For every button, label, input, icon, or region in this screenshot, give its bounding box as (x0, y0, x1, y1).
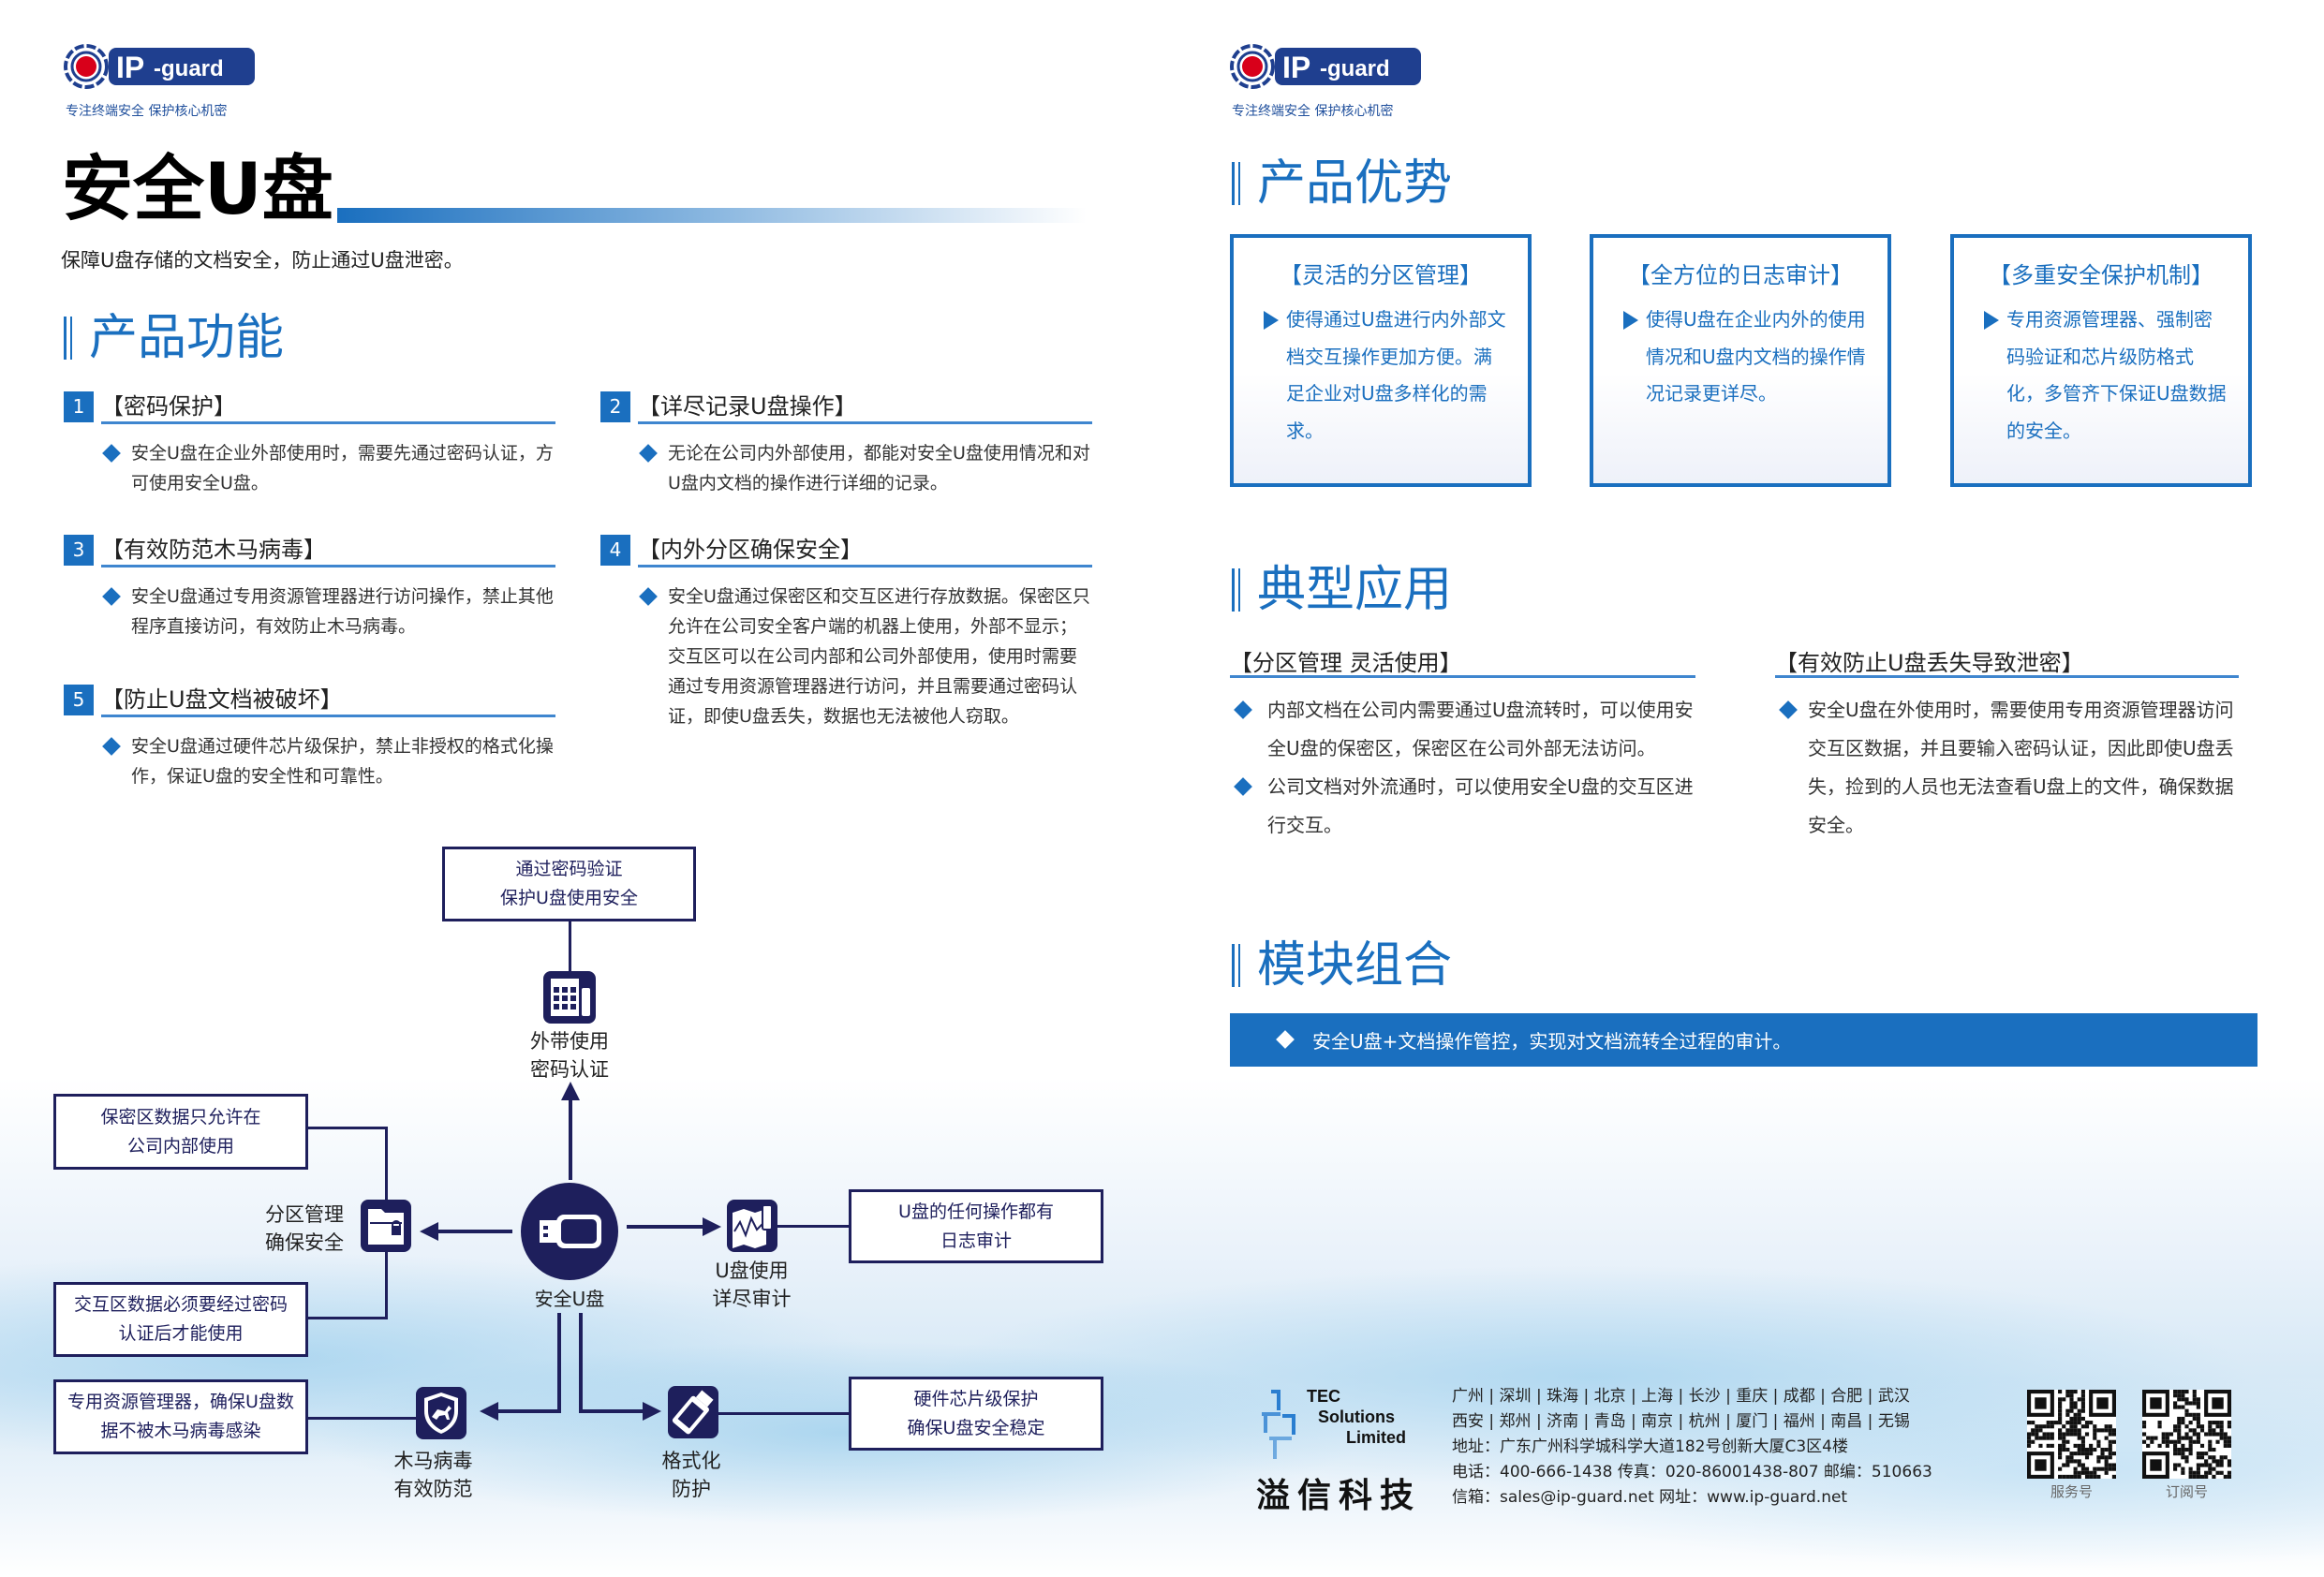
arrow-left-icon (420, 1222, 438, 1241)
feature-item: 4【内外分区确保安全】 安全U盘通过保密区和交互区进行存放数据。保密区只允许在公… (600, 535, 1092, 778)
svg-text:IP: IP (116, 51, 144, 84)
section-heading-advantages: 产品优势 (1232, 159, 1452, 208)
svg-text:-guard: -guard (154, 56, 224, 81)
qr-code-subscription (2142, 1390, 2231, 1479)
brand-tagline: 专注终端安全 保护核心机密 (1232, 104, 1394, 119)
usb-format-icon (668, 1386, 718, 1438)
label-password-auth: 外带使用密码认证 (530, 1030, 609, 1081)
ip-guard-logo: IP -guard (64, 44, 255, 89)
connector-line (557, 1313, 561, 1413)
svg-text:-guard: -guard (1320, 56, 1390, 81)
diagram-box-secret-zone: 保密区数据只允许在公司内部使用 (53, 1094, 308, 1170)
diagram-box-exchange-zone: 交互区数据必须要经过密码认证后才能使用 (53, 1282, 308, 1357)
connector-line (718, 1412, 849, 1415)
shield-horse-icon (416, 1387, 466, 1439)
arrow-up-icon (561, 1082, 580, 1100)
connector-line (385, 1252, 388, 1319)
label-center: 安全U盘 (534, 1288, 605, 1310)
page-subtitle: 保障U盘存储的文档安全，防止通过U盘泄密。 (61, 249, 464, 272)
connector-line (308, 1127, 387, 1129)
feature-item: 1【密码保护】 安全U盘在企业外部使用时，需要先通过密码认证，方可使用安全U盘。 (64, 391, 555, 504)
arrow-up-line (569, 1098, 572, 1180)
label-partition: 分区管理确保安全 (265, 1203, 344, 1254)
section-heading-modules: 模块组合 (1232, 941, 1452, 990)
feature-item: 3【有效防范木马病毒】 安全U盘通过专用资源管理器进行访问操作，禁止其他程序直接… (64, 535, 555, 647)
audit-chart-icon (727, 1200, 777, 1252)
brand-tagline: 专注终端安全 保护核心机密 (66, 104, 228, 119)
arrow-right-icon (643, 1402, 661, 1421)
folder-lock-icon (361, 1200, 411, 1252)
qr-label: 服务号 (2050, 1483, 2093, 1500)
advantage-card: 【灵活的分区管理】使得通过U盘进行内外部文档交互操作更加方便。满足企业对U盘多样… (1230, 234, 1532, 487)
diagram-box-password: 通过密码验证保护U盘使用安全 (442, 847, 696, 921)
feature-item: 5【防止U盘文档被破坏】 安全U盘通过硬件芯片级保护，禁止非授权的格式化操作，保… (64, 685, 555, 797)
svg-text:IP: IP (1282, 51, 1310, 84)
title-gradient-bar (337, 208, 1087, 223)
arrow-right-icon (703, 1217, 721, 1236)
connector-line (308, 1417, 416, 1420)
usb-drive-center-icon (521, 1183, 618, 1280)
label-trojan: 木马病毒有效防范 (393, 1450, 473, 1500)
diagram-box-resource-manager: 专用资源管理器，确保U盘数据不被木马病毒感染 (53, 1379, 308, 1454)
arrow-line (579, 1409, 644, 1413)
background-wave (0, 1077, 2324, 1577)
connector-line (385, 1127, 388, 1200)
qr-label: 订阅号 (2165, 1483, 2208, 1500)
ip-guard-logo: IP -guard (1230, 44, 1421, 89)
tec-logo-mark (1262, 1390, 1295, 1459)
connector-line (777, 1225, 849, 1228)
page-title: 安全U盘 (62, 147, 333, 230)
company-name-cn: 溢信科技 (1256, 1477, 1422, 1515)
arrow-line (495, 1409, 561, 1413)
contact-info: 广州 | 深圳 | 珠海 | 北京 | 上海 | 长沙 | 重庆 | 成都 | … (1452, 1387, 1932, 1507)
label-audit: U盘使用详尽审计 (712, 1260, 792, 1310)
qr-code-service (2027, 1390, 2116, 1479)
advantage-card: 【全方位的日志审计】使得U盘在企业内外的使用情况和U盘内文档的操作情况记录更详尽… (1590, 234, 1891, 487)
connector-line (579, 1313, 583, 1413)
label-format: 格式化防护 (661, 1450, 721, 1500)
advantage-card: 【多重安全保护机制】专用资源管理器、强制密码验证和芯片级防格式化，多管齐下保证U… (1950, 234, 2252, 487)
arrow-left-icon (480, 1402, 498, 1421)
connector-line (569, 921, 571, 971)
arrow-left-line (436, 1230, 512, 1233)
feature-item: 2【详尽记录U盘操作】 无论在公司内外部使用，都能对安全U盘使用情况和对U盘内文… (600, 391, 1092, 504)
connector-line (308, 1317, 387, 1319)
section-heading-applications: 典型应用 (1232, 566, 1452, 614)
arrow-right-line (627, 1225, 703, 1229)
diagram-box-log-audit: U盘的任何操作都有日志审计 (849, 1189, 1103, 1263)
section-heading-features: 产品功能 (64, 314, 284, 362)
diagram-box-hardware: 硬件芯片级保护确保U盘安全稳定 (849, 1377, 1103, 1451)
module-banner: 安全U盘+文档操作管控，实现对文档流转全过程的审计。 (1230, 1013, 2257, 1067)
keypad-usb-icon (543, 971, 596, 1024)
